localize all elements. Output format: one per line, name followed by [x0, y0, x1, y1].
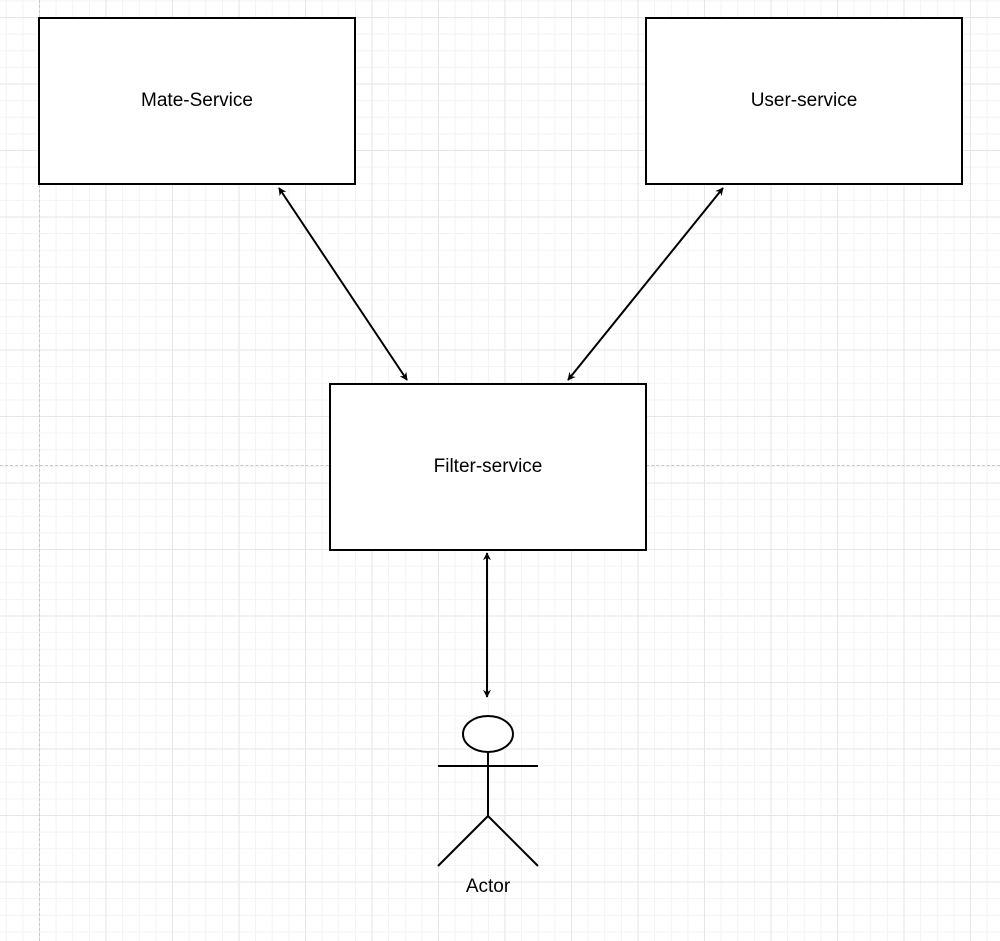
- filter-service-label: Filter-service: [433, 456, 543, 477]
- edge-user-filter[interactable]: [567, 187, 724, 381]
- mate-service-label: Mate-Service: [141, 90, 253, 111]
- actor-right-leg: [487, 815, 539, 867]
- edge-mate-filter[interactable]: [278, 187, 408, 381]
- user-service-label: User-service: [750, 90, 858, 111]
- filter-service-node[interactable]: Filter-service: [329, 383, 647, 551]
- actor-head: [462, 715, 514, 753]
- page-break-vertical: [39, 0, 40, 941]
- user-service-node[interactable]: User-service: [645, 17, 963, 185]
- actor-left-leg: [437, 815, 489, 867]
- actor-label: Actor: [465, 876, 511, 897]
- mate-service-node[interactable]: Mate-Service: [38, 17, 356, 185]
- actor-figure[interactable]: [437, 715, 539, 867]
